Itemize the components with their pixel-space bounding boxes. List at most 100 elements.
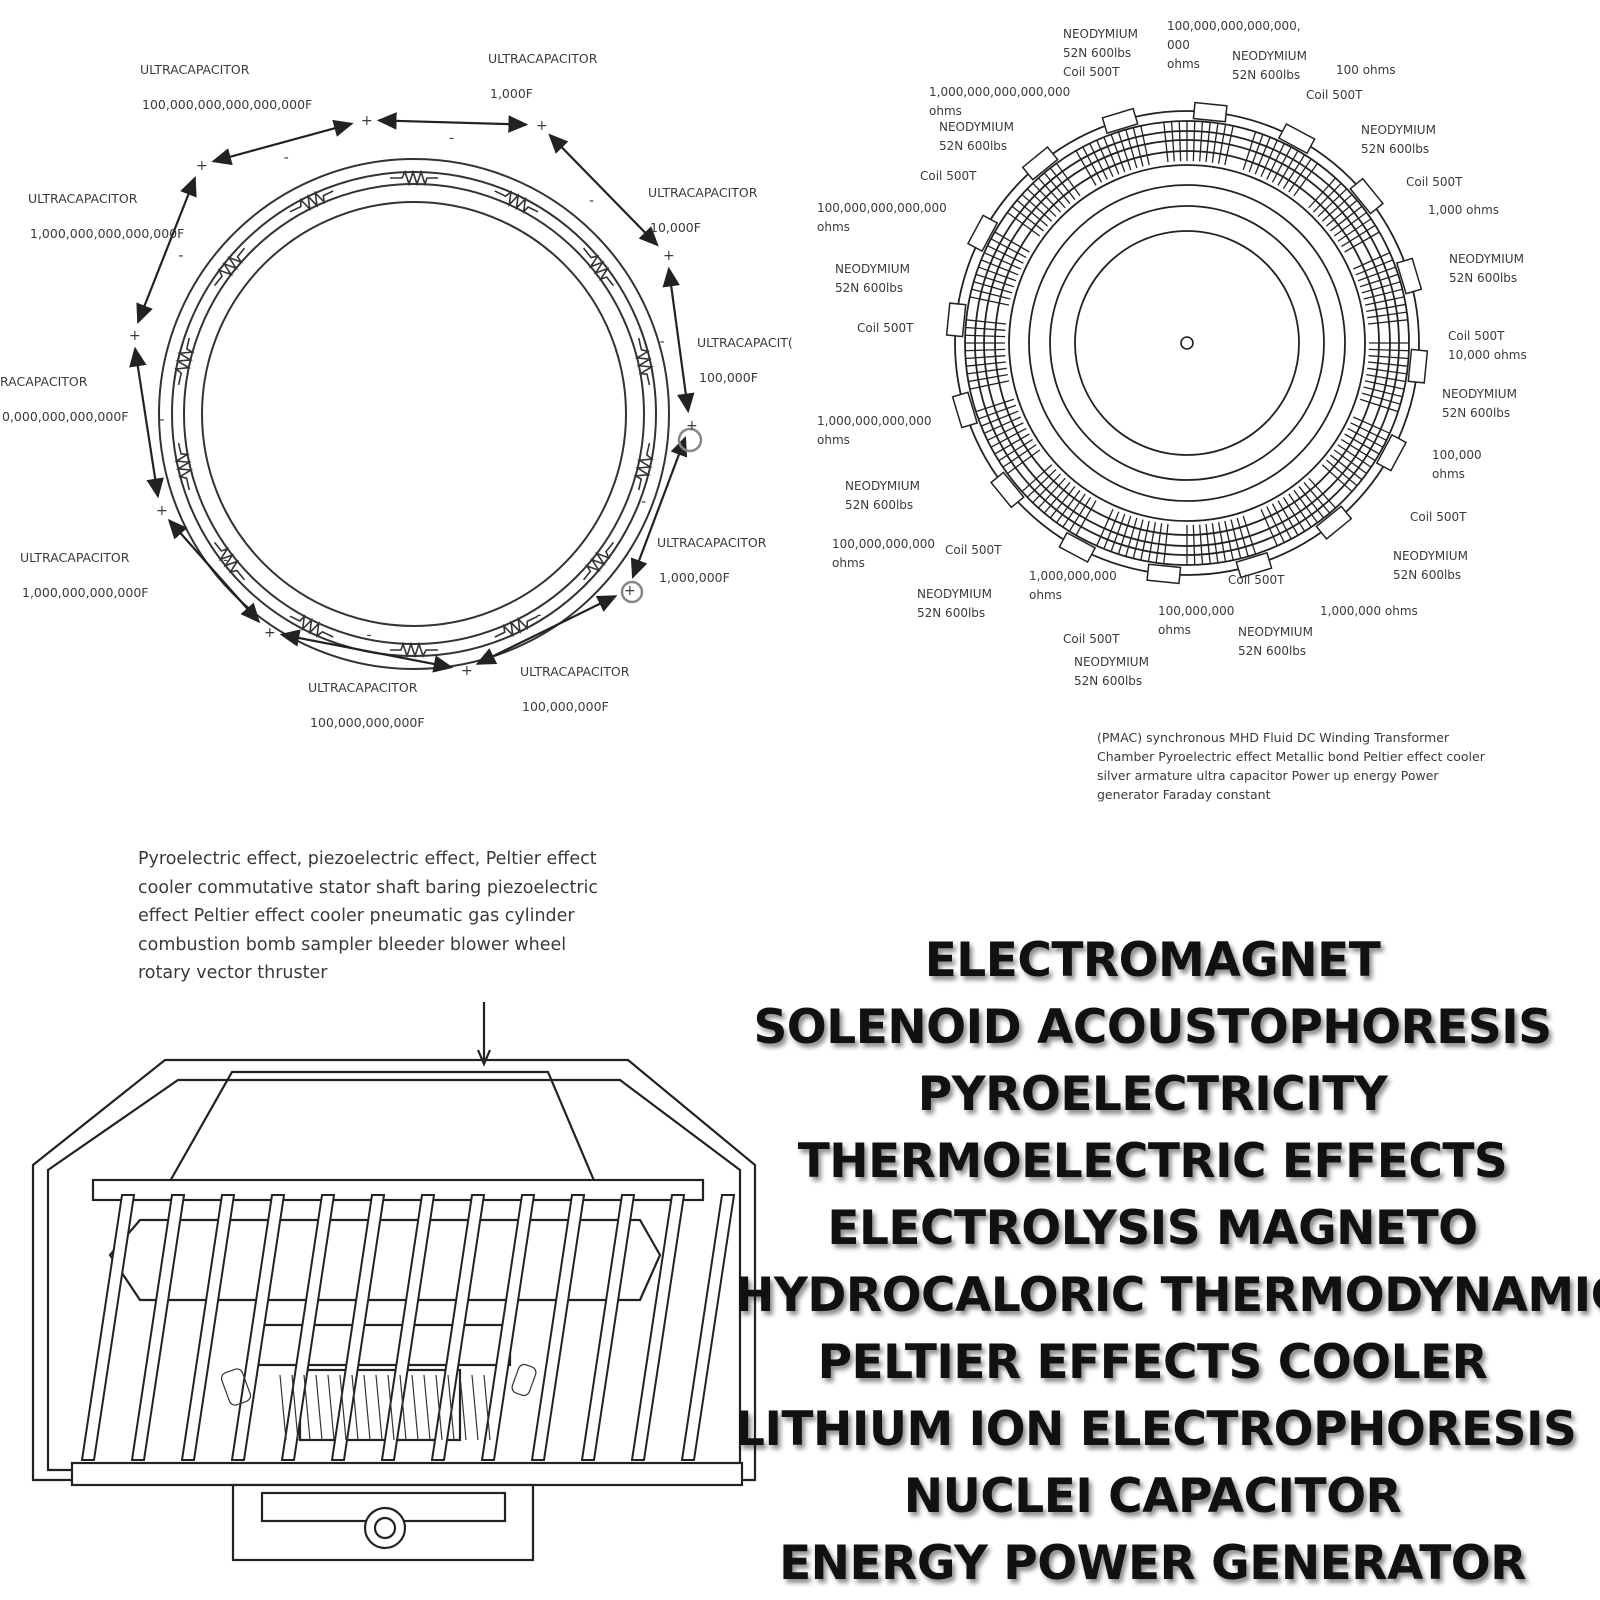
winding-line <box>1132 127 1144 167</box>
winding-line <box>969 380 1010 390</box>
winding-line <box>1011 205 1044 232</box>
thruster-device-drawing <box>31 1002 757 1562</box>
inner-plate <box>253 1323 512 1367</box>
winding-line <box>1266 143 1285 180</box>
magnet-pad <box>1058 531 1097 564</box>
coil-label-line: 52N 600lbs <box>917 606 985 620</box>
winding-line <box>969 296 1010 306</box>
hub-fin-line <box>339 1374 347 1441</box>
winding-line <box>1140 125 1150 166</box>
winding-line <box>1333 449 1367 475</box>
coil-label-line: 52N 600lbs <box>1361 142 1429 156</box>
winding-line <box>1068 497 1092 532</box>
winding-line <box>1288 158 1312 193</box>
capacitor-name-label: ULTRACAPACITOR <box>308 680 418 695</box>
cage-bar <box>130 1194 186 1461</box>
right-slot <box>511 1363 537 1397</box>
winding-line <box>1230 519 1242 559</box>
winding-line <box>1364 380 1405 390</box>
winding-line <box>1368 348 1409 352</box>
winding-line <box>1155 523 1163 563</box>
minus-sign: - <box>641 494 646 510</box>
coil-label-line: 100 ohms <box>1336 63 1396 77</box>
winding-line <box>1242 131 1257 171</box>
hub-fin-line <box>471 1374 479 1441</box>
magnet-pad <box>990 471 1025 509</box>
winding-line <box>1350 422 1387 441</box>
capacitor-link-arrow <box>376 112 529 133</box>
ultracapacitor-ring-diagram: +-+-+-+-+-+-+-+-+-+- ULTRACAPACITOR100,0… <box>0 51 793 730</box>
coil-ring-0 <box>954 110 1420 576</box>
plus-sign: + <box>536 118 548 134</box>
hub-fin-line <box>291 1374 299 1441</box>
coil-ring-7 <box>1049 205 1325 481</box>
ring-resistor <box>174 337 195 386</box>
winding-line <box>1308 177 1337 209</box>
winding-line <box>1110 134 1126 173</box>
capacitor-link-arrow <box>167 518 261 624</box>
winding-line <box>1321 193 1353 222</box>
winding-line <box>1049 167 1076 200</box>
coil-label-line: NEODYMIUM <box>1361 123 1436 137</box>
winding-line <box>1288 493 1312 528</box>
winding-line <box>1347 427 1384 448</box>
hub-fin-line <box>327 1374 335 1441</box>
winding-line <box>1103 136 1120 175</box>
bottom-knob <box>363 1506 407 1550</box>
winding-line <box>1007 211 1041 237</box>
capacitance-value-label: 0,000,000,000,000F <box>2 409 128 424</box>
winding-line <box>1224 125 1234 166</box>
center-hole <box>1180 336 1194 350</box>
title-line: NUCLEI CAPACITOR <box>903 1469 1402 1524</box>
winding-line <box>1277 500 1299 536</box>
coil-label-line: NEODYMIUM <box>1393 549 1468 563</box>
coil-label-line: 52N 600lbs <box>1393 568 1461 582</box>
pointer-arrowhead <box>476 1049 492 1067</box>
inner-housing <box>46 1078 742 1472</box>
winding-line <box>1037 177 1066 209</box>
winding-line <box>1367 361 1408 367</box>
coil-label-line: Coil 500T <box>1063 65 1120 79</box>
cage-bar <box>580 1194 636 1461</box>
winding-line <box>1043 172 1071 204</box>
winding-line <box>1367 367 1407 375</box>
coil-label-line: NEODYMIUM <box>1074 655 1149 669</box>
capacitance-value-label: 1,000,000,000,000F <box>22 585 148 600</box>
title-line: ELECTROMAGNET <box>924 933 1381 988</box>
capacitor-name-label: ULTRACAPACIT( <box>697 335 793 350</box>
coil-label-line: Coil 500T <box>857 321 914 335</box>
winding-line <box>1363 288 1403 300</box>
ring-0 <box>158 158 670 670</box>
winding-line <box>990 238 1027 259</box>
winding-line <box>1330 454 1363 481</box>
coil-label-line: NEODYMIUM <box>917 587 992 601</box>
hub-fin-line <box>411 1374 419 1441</box>
winding-line <box>980 259 1019 276</box>
ring-resistor <box>634 337 654 386</box>
winding-line <box>1344 231 1380 253</box>
ring-resistor <box>582 247 615 287</box>
winding-line <box>1366 373 1406 383</box>
capacitor-link-arrow <box>630 436 688 579</box>
winding-line <box>1308 477 1337 509</box>
winding-line <box>998 438 1033 462</box>
winding-line <box>1359 398 1399 413</box>
winding-line <box>1007 449 1041 475</box>
winding-line <box>1363 386 1403 398</box>
cage-bar <box>80 1194 136 1461</box>
minus-sign: - <box>159 412 164 428</box>
winding-line <box>965 348 1006 352</box>
title-line: PELTIER EFFECTS COOLER <box>817 1335 1488 1390</box>
winding-line <box>1192 524 1196 565</box>
winding-line <box>1163 122 1169 163</box>
capacitor-name-label: ULTRACAPACITOR <box>648 185 758 200</box>
hub-fin-line <box>483 1374 491 1441</box>
winding-line <box>1353 252 1391 270</box>
coil-label-line: Coil 500T <box>920 169 977 183</box>
cage-bar <box>430 1194 486 1461</box>
coil-label-line: ohms <box>1029 588 1062 602</box>
winding-line <box>1260 509 1278 547</box>
winding-line <box>967 367 1007 375</box>
winding-line <box>1032 182 1062 213</box>
winding-line <box>1260 139 1278 177</box>
